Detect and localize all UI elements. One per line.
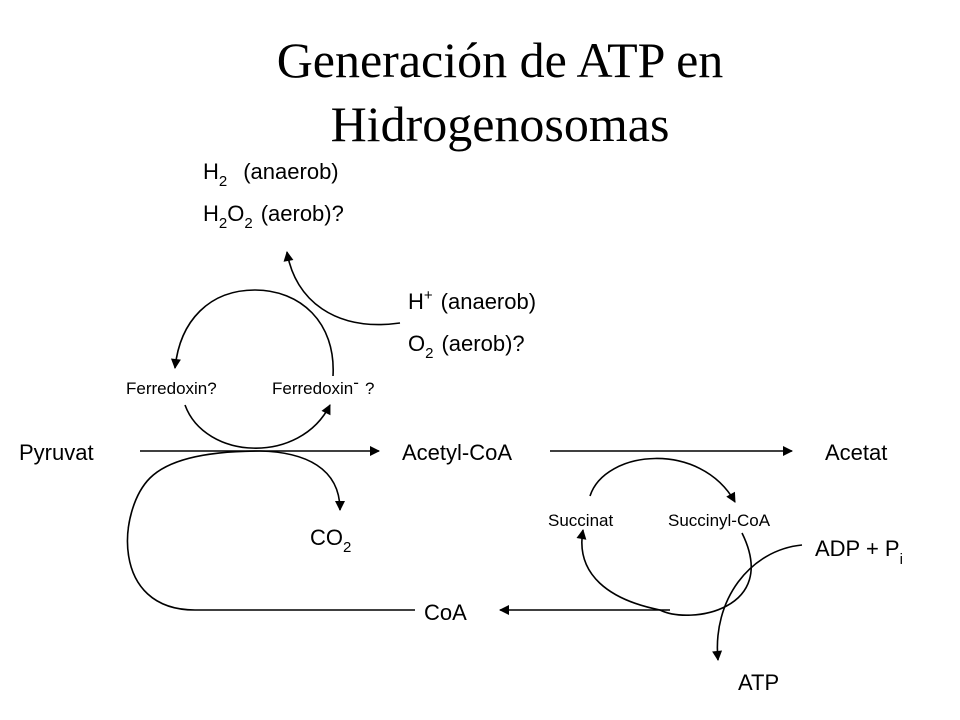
label-acetyl-coa: Acetyl-CoA	[402, 440, 512, 465]
arrow-succinat-to-succinyl-coa	[589, 457, 736, 503]
arrow-ferredoxin-reduction	[184, 404, 331, 449]
label-ferredoxin-oxidized: Ferredoxin?	[126, 379, 217, 398]
title-line-1: Generación de ATP en	[276, 32, 724, 88]
label-h2o2: H2O2(aerob)?	[203, 201, 344, 232]
arrow-h-to-h2	[283, 251, 401, 326]
arrow-ferredoxin-oxidation	[170, 289, 334, 377]
label-pyruvat: Pyruvat	[19, 440, 94, 465]
label-h-plus: H+(anaerob)	[408, 287, 536, 314]
label-o2: O2(aerob)?	[408, 331, 525, 362]
label-succinyl-coa: Succinyl-CoA	[668, 511, 771, 530]
slide-title: Generación de ATP en Hidrogenosomas	[0, 28, 960, 156]
label-atp: ATP	[738, 670, 779, 695]
label-ferredoxin-reduced: Ferredoxin-?	[272, 373, 374, 398]
label-h2: H2(anaerob)	[203, 159, 339, 190]
label-adp-pi: ADP + Pi	[815, 536, 903, 568]
coa-loop-curve	[126, 450, 415, 611]
arrow-to-co2	[259, 450, 345, 511]
label-coa: CoA	[424, 600, 467, 625]
title-line-2: Hidrogenosomas	[330, 96, 670, 152]
arrow-succinyl-coa-to-succinat	[576, 529, 752, 616]
label-co2: CO2	[310, 525, 351, 556]
label-acetat: Acetat	[825, 440, 887, 465]
label-succinat: Succinat	[548, 511, 613, 530]
arrow-adp-to-atp	[712, 544, 803, 661]
